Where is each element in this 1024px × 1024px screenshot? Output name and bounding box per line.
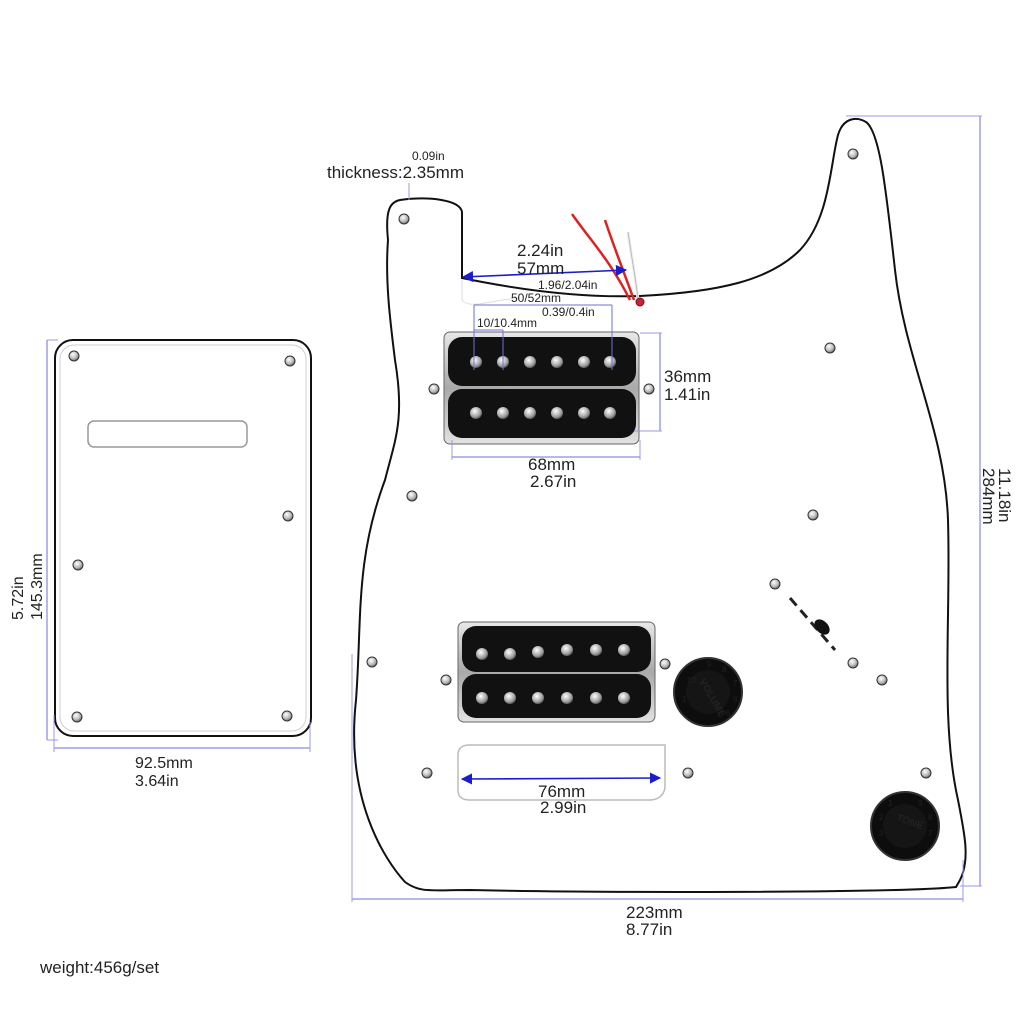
tone-knob: 1 2 3 9 8 7 TONE [870,791,940,861]
backplate-height-mm: 145.3mm [29,553,46,620]
weight-label: weight:456g/set [40,958,160,977]
svg-text:7: 7 [733,679,738,688]
svg-text:10: 10 [687,676,696,685]
backplate-height-in: 5.72in [10,576,27,620]
pickguard-width-mm: 223mm [626,903,683,922]
thickness-inches: 0.09in [412,149,445,163]
pickup-height-mm: 36mm [664,367,711,386]
back-plate-slot [87,420,248,448]
svg-text:2: 2 [879,813,884,822]
pickguard-width-inches: 8.77in [626,920,672,939]
neck-humbucker-pickup [428,331,655,445]
bridge-pole-pieces [476,644,630,704]
pickguard: 10 9 8 7 6 5 1 VOLUME 1 2 3 9 8 7 TONE [353,117,967,893]
top-gap-mm: 57mm [517,259,564,278]
volume-knob: 10 9 8 7 6 5 1 VOLUME [673,657,743,727]
bridge-humbucker-pickup [440,621,671,723]
svg-text:9: 9 [707,660,712,669]
back-plate-dimension-lines [46,339,311,752]
thickness-label: thickness:2.35mm [327,163,464,182]
backplate-width-in: 3.64in [135,773,179,790]
pickup-selector-switch [769,578,859,669]
backplate-width-mm: 92.5mm [135,755,193,772]
pickup-width-inches: 2.67in [530,472,576,491]
svg-text:1: 1 [888,799,893,808]
pole-span-inches: 1.96/2.04in [538,278,597,292]
pickguard-screw-holes [366,148,932,779]
svg-text:6: 6 [733,695,738,704]
svg-text:9: 9 [918,799,923,808]
svg-text:3: 3 [879,829,884,838]
svg-text:5: 5 [726,709,731,718]
pickguard-height-mm: 284mm [979,468,998,525]
pickguard-dimension-lines [351,115,982,902]
pole-gap-inches: 0.39/0.4in [542,305,595,319]
pole-span-mm: 50/52mm [511,291,561,305]
back-plate [54,339,312,737]
svg-text:8: 8 [928,813,933,822]
back-plate-screw-holes [68,350,296,723]
pickguard-height-inches: 11.18in [995,468,1014,523]
svg-text:1: 1 [682,695,687,704]
pole-gap-mm: 10/10.4mm [477,316,537,330]
svg-text:7: 7 [928,829,933,838]
bottom-slot-inches: 2.99in [540,798,586,817]
pickup-width-mm: 68mm [528,455,575,474]
neck-pole-pieces [470,356,616,419]
svg-text:8: 8 [722,665,727,674]
pickup-height-inches: 1.41in [664,385,710,404]
bottom-slot-mm: 76mm [538,782,585,801]
top-gap-inches: 2.24in [517,241,563,260]
pickup-wires [570,213,645,307]
